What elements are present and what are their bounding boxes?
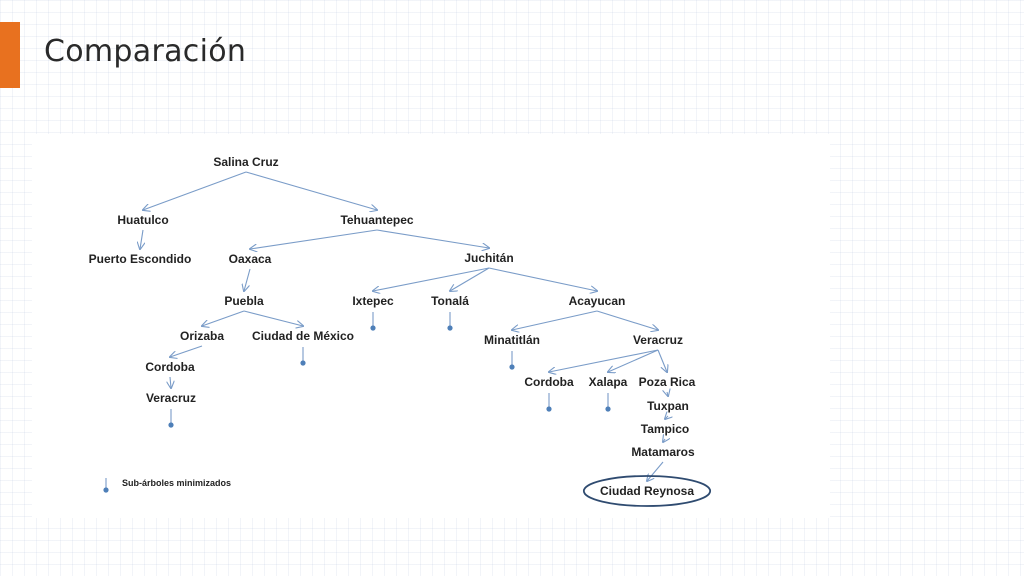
edge-tuxpan-to-tampico [665, 416, 668, 419]
edge-poza-rica-to-tuxpan [667, 392, 668, 396]
minimized-dot-veracruz-l [168, 422, 174, 428]
minimized-dot-tonala [447, 325, 453, 331]
node-puebla: Puebla [224, 294, 264, 308]
edge-tampico-to-matamaros [663, 439, 665, 442]
legend-marker-dot [103, 487, 109, 493]
node-tampico: Tampico [641, 422, 689, 436]
minimized-dot-ixtepec [370, 325, 376, 331]
node-huatulco: Huatulco [117, 213, 168, 227]
edge-juchitan-to-acayucan [488, 267, 597, 291]
edge-veracruz-r-to-xalapa [608, 349, 659, 372]
minimized-subtree-markers [168, 312, 611, 428]
edge-puebla-to-ciudad-de-mexico [243, 310, 303, 326]
edge-matamaros-to-ciudad-reynosa [647, 461, 664, 481]
edge-veracruz-r-to-poza-rica [657, 349, 667, 372]
node-tonala: Tonalá [431, 294, 469, 308]
node-puerto-escondido: Puerto Escondido [89, 252, 192, 266]
slide-title: Comparación [44, 34, 247, 69]
legend-label: Sub-árboles minimizados [122, 478, 231, 488]
edge-acayucan-to-veracruz-r [596, 310, 658, 330]
legend: Sub-árboles minimizados [103, 478, 231, 493]
node-cordoba-r: Cordoba [524, 375, 574, 389]
edge-tehuantepec-to-oaxaca [250, 229, 378, 249]
edge-juchitan-to-ixtepec [373, 267, 490, 291]
node-xalapa: Xalapa [589, 375, 628, 389]
edge-salina-cruz-to-tehuantepec [245, 171, 377, 210]
node-veracruz-l: Veracruz [146, 391, 196, 405]
node-cordoba-l: Cordoba [145, 360, 195, 374]
node-salina-cruz: Salina Cruz [213, 155, 278, 169]
edge-oaxaca-to-puebla [244, 268, 251, 291]
node-minatitlan: Minatitlán [484, 333, 540, 347]
edge-salina-cruz-to-huatulco [143, 171, 247, 210]
edge-acayucan-to-minatitlan [512, 310, 598, 330]
minimized-dot-xalapa [605, 406, 611, 412]
node-acayucan: Acayucan [569, 294, 626, 308]
node-ciudad-de-mexico: Ciudad de México [252, 329, 354, 343]
highlight-ellipse-ciudad-reynosa [582, 475, 712, 507]
node-tehuantepec: Tehuantepec [340, 213, 413, 227]
minimized-dot-minatitlan [509, 364, 515, 370]
edge-puebla-to-orizaba [202, 310, 245, 326]
edge-tehuantepec-to-juchitan [376, 229, 489, 248]
node-matamaros: Matamaros [631, 445, 695, 459]
edge-juchitan-to-tonala [450, 267, 490, 291]
node-orizaba: Orizaba [180, 329, 224, 343]
node-tuxpan: Tuxpan [647, 399, 689, 413]
edge-veracruz-r-to-cordoba-r [549, 349, 659, 372]
node-ixtepec: Ixtepec [352, 294, 394, 308]
edge-cordoba-l-to-veracruz-l [170, 376, 171, 388]
minimized-dot-ciudad-de-mexico [300, 360, 306, 366]
title-accent-bar [0, 22, 20, 88]
edge-huatulco-to-puerto-escondido [140, 229, 143, 249]
node-veracruz-r: Veracruz [633, 333, 683, 347]
node-ciudad-reynosa: Ciudad Reynosa [600, 484, 694, 498]
node-poza-rica: Poza Rica [639, 375, 696, 389]
node-oaxaca: Oaxaca [229, 252, 272, 266]
node-juchitan: Juchitán [464, 251, 513, 265]
tree-edges [140, 171, 668, 481]
edge-orizaba-to-cordoba-l [170, 345, 203, 357]
minimized-dot-cordoba-r [546, 406, 552, 412]
